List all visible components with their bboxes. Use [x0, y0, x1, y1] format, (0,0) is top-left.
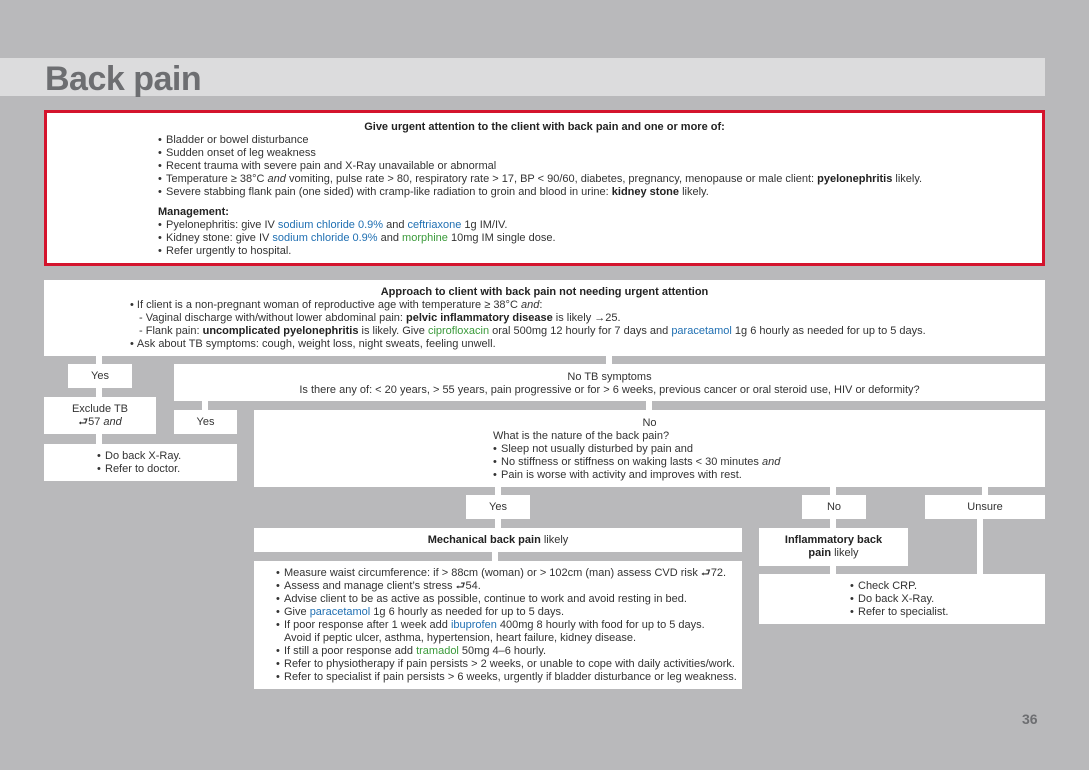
inflammatory-item: Do back X-Ray. — [850, 593, 948, 606]
approach-line: • Ask about TB symptoms: cough, weight l… — [130, 338, 496, 350]
urgent-criteria-item: Bladder or bowel disturbance — [158, 134, 922, 147]
nature-question: What is the nature of the back pain? — [493, 430, 670, 442]
answer-yes-box: Yes — [466, 495, 530, 519]
title-band — [0, 58, 1045, 96]
urgent-criteria-item: Severe stabbing flank pain (one sided) w… — [158, 186, 922, 199]
return-arrow-icon: ⮐ — [700, 567, 711, 579]
tb-yes-box: Yes — [68, 364, 132, 388]
page-number: 36 — [1022, 711, 1038, 727]
connector — [96, 434, 102, 444]
nature-criteria-item: Pain is worse with activity and improves… — [493, 469, 780, 482]
connector — [202, 401, 208, 410]
page-title: Back pain — [45, 60, 202, 98]
mechanical-list: Measure waist circumference: if > 88cm (… — [276, 567, 737, 684]
tb-actions-box: Do back X-Ray. Refer to doctor. — [44, 444, 237, 481]
answer-unsure-box: Unsure — [925, 495, 1045, 519]
inflammatory-list: Check CRP. Do back X-Ray. Refer to speci… — [850, 580, 948, 619]
connector — [977, 519, 983, 574]
mechanical-item: Measure waist circumference: if > 88cm (… — [276, 567, 737, 580]
connector — [96, 356, 102, 364]
mechanical-item: Refer to physiotherapy if pain persists … — [276, 658, 737, 671]
tb-action-item: Do back X-Ray. — [97, 450, 181, 463]
mechanical-item: Refer to specialist if pain persists > 6… — [276, 671, 737, 684]
urgent-attention-box: Give urgent attention to the client with… — [44, 110, 1045, 266]
nature-criteria-item: Sleep not usually disturbed by pain and — [493, 443, 780, 456]
risk-question: Is there any of: < 20 years, > 55 years,… — [299, 384, 920, 396]
nature-criteria-list: Sleep not usually disturbed by pain and … — [493, 443, 780, 482]
nature-box: No What is the nature of the back pain? … — [254, 410, 1045, 487]
urgent-criteria-item: Recent trauma with severe pain and X-Ray… — [158, 160, 922, 173]
return-arrow-icon: ⮐ — [78, 416, 89, 428]
exclude-tb-ref: ⮐57 and — [78, 416, 122, 428]
mechanical-item: Give paracetamol 1g 6 hourly as needed f… — [276, 606, 737, 619]
mechanical-box: Measure waist circumference: if > 88cm (… — [254, 561, 742, 689]
risk-yes-box: Yes — [174, 410, 237, 434]
connector — [492, 552, 498, 561]
connector — [96, 388, 102, 397]
inflammatory-item: Check CRP. — [850, 580, 948, 593]
nature-no-label: No — [642, 417, 657, 429]
no-tb-label: No TB symptoms — [567, 371, 652, 383]
tb-actions-list: Do back X-Ray. Refer to doctor. — [97, 450, 181, 476]
connector — [830, 519, 836, 528]
urgent-criteria-list: Bladder or bowel disturbance Sudden onse… — [158, 134, 922, 199]
management-item: Kidney stone: give IV sodium chloride 0.… — [158, 232, 556, 245]
answer-no-box: No — [802, 495, 866, 519]
approach-line: • If client is a non-pregnant woman of r… — [130, 299, 543, 311]
tb-action-item: Refer to doctor. — [97, 463, 181, 476]
mechanical-item: If still a poor response add tramadol 50… — [276, 645, 737, 658]
approach-box: Approach to client with back pain not ne… — [44, 280, 1045, 356]
mechanical-title-box: Mechanical back pain likely — [254, 528, 742, 552]
urgent-heading: Give urgent attention to the client with… — [364, 121, 725, 133]
connector — [830, 487, 836, 495]
management-item: Refer urgently to hospital. — [158, 245, 556, 258]
no-tb-box: No TB symptoms Is there any of: < 20 yea… — [174, 364, 1045, 401]
connector — [606, 356, 612, 364]
inflammatory-box: Check CRP. Do back X-Ray. Refer to speci… — [759, 574, 1045, 624]
management-heading: Management: — [158, 206, 229, 218]
connector — [646, 401, 652, 410]
nature-criteria-item: No stiffness or stiffness on waking last… — [493, 456, 780, 469]
exclude-tb-label: Exclude TB — [71, 403, 129, 415]
page-reference-arrow-icon: → — [594, 312, 606, 324]
approach-heading: Approach to client with back pain not ne… — [380, 286, 709, 298]
connector — [982, 487, 988, 495]
approach-line: - Vaginal discharge with/without lower a… — [139, 312, 621, 324]
return-arrow-icon: ⮐ — [455, 580, 466, 592]
urgent-criteria-item: Sudden onset of leg weakness — [158, 147, 922, 160]
mechanical-item: Assess and manage client’s stress ⮐54. — [276, 580, 737, 593]
connector — [495, 487, 501, 495]
approach-line: - Flank pain: uncomplicated pyelonephrit… — [139, 325, 926, 337]
mechanical-item: Advise client to be as active as possibl… — [276, 593, 737, 606]
inflammatory-title-box: Inflammatory back pain likely — [759, 528, 908, 566]
urgent-criteria-item: Temperature ≥ 38°C and vomiting, pulse r… — [158, 173, 922, 186]
management-item: Pyelonephritis: give IV sodium chloride … — [158, 219, 556, 232]
management-list: Pyelonephritis: give IV sodium chloride … — [158, 219, 556, 258]
connector — [495, 519, 501, 528]
inflammatory-item: Refer to specialist. — [850, 606, 948, 619]
exclude-tb-box: Exclude TB ⮐57 and — [44, 397, 156, 434]
connector — [830, 566, 836, 574]
mechanical-item: If poor response after 1 week add ibupro… — [276, 619, 737, 645]
